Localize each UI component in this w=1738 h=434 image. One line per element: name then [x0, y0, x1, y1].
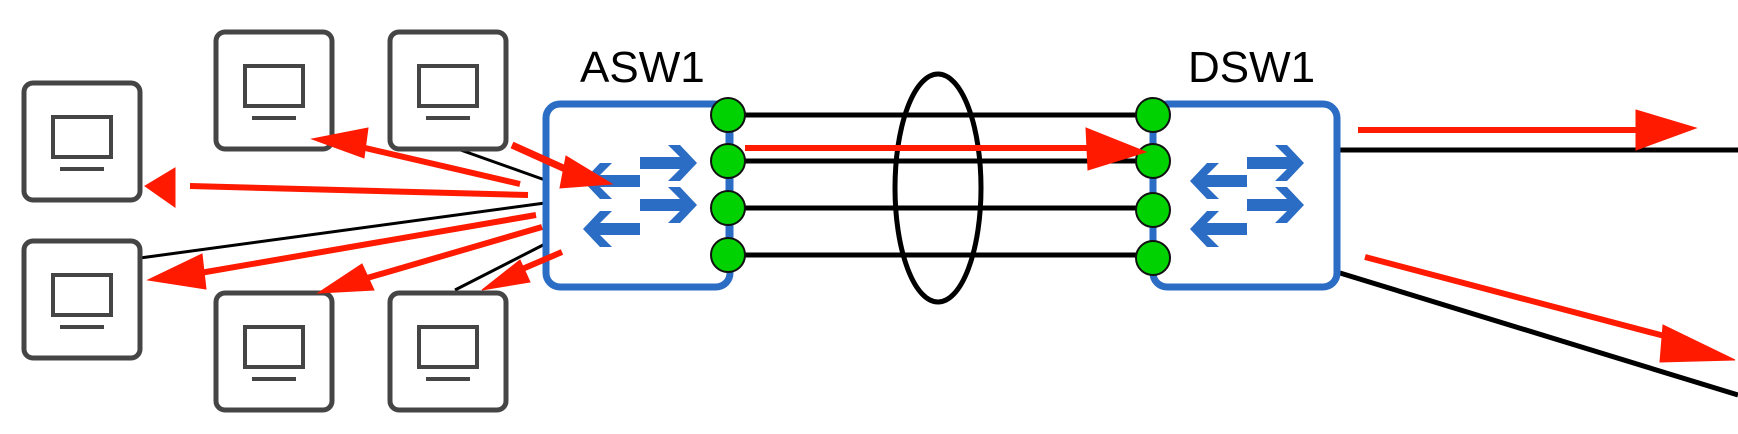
traffic-arrow-head — [1659, 324, 1736, 363]
switch-dsw1[interactable]: DSW1 — [1149, 43, 1341, 291]
traffic-arrows — [144, 109, 1736, 363]
pcs — [21, 29, 509, 413]
traffic-arrow-head — [1635, 109, 1698, 151]
traffic-arrow — [1364, 254, 1673, 341]
traffic-arrow-head — [481, 259, 531, 291]
pc-links — [139, 146, 546, 292]
switch-dsw1-body[interactable] — [1149, 100, 1341, 291]
link-pc-bottom-2 — [454, 242, 546, 292]
traffic-arrow-head — [146, 253, 207, 290]
pc-icon[interactable] — [21, 80, 143, 203]
traffic-arrow-head — [1085, 127, 1148, 171]
link-pc-top-2 — [454, 146, 546, 182]
pc-icon[interactable] — [387, 290, 509, 413]
port-dot — [710, 143, 746, 179]
pc-icon[interactable] — [21, 238, 143, 361]
dsw1-ports — [1135, 97, 1171, 276]
switch-arrows-icon — [583, 145, 697, 247]
switch-arrows-icon — [1190, 145, 1304, 247]
traffic-arrow-head — [310, 127, 369, 159]
traffic-arrow — [189, 183, 529, 198]
pc-icon[interactable] — [387, 29, 509, 152]
switch-asw1-label: ASW1 — [580, 43, 705, 92]
port-dot — [710, 237, 746, 273]
port-dot — [1135, 192, 1171, 228]
port-dot — [1135, 97, 1171, 133]
traffic-arrow — [199, 212, 537, 276]
traffic-arrow-head — [316, 263, 375, 294]
traffic-arrow — [347, 141, 521, 187]
port-dot — [1135, 240, 1171, 276]
asw1-ports — [710, 97, 746, 273]
switch-dsw1-label: DSW1 — [1188, 43, 1315, 92]
traffic-arrow-head — [144, 167, 176, 208]
switch-asw1-body[interactable] — [542, 100, 734, 291]
traffic-arrow-head — [559, 155, 614, 189]
etherchannel-bundle-ellipse — [892, 71, 984, 305]
port-dot — [710, 190, 746, 226]
uplinks — [1339, 147, 1738, 398]
port-dot — [1135, 143, 1171, 179]
pc-icon[interactable] — [213, 290, 335, 413]
traffic-arrow — [349, 224, 543, 286]
link-pc-left-bottom — [139, 201, 546, 260]
pc-icon[interactable] — [213, 29, 335, 152]
port-dot — [710, 97, 746, 133]
uplink-2 — [1339, 270, 1738, 398]
etherchannel-links — [728, 112, 1153, 258]
